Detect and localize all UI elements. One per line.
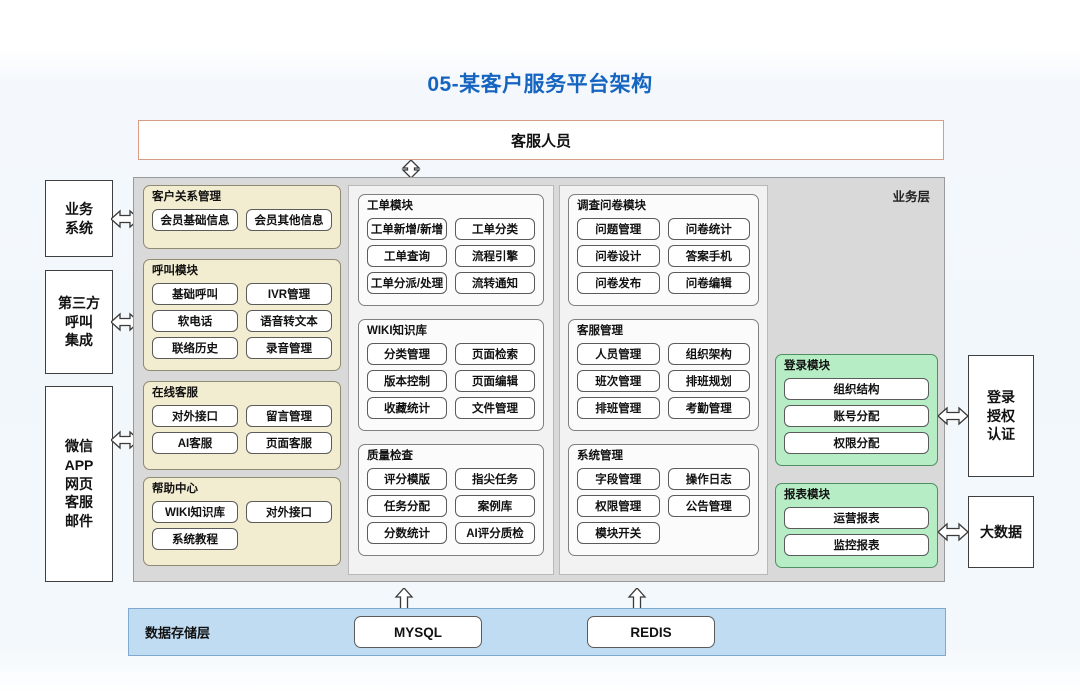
- cell-ticket-1[interactable]: 工单分类: [455, 217, 535, 240]
- cell-online-0[interactable]: 对外接口: [152, 404, 238, 427]
- cell-quality-1[interactable]: 指尖任务: [455, 467, 535, 490]
- cell-report-1[interactable]: 监控报表: [784, 533, 929, 556]
- cell-sysmgmt-4[interactable]: 模块开关: [577, 521, 660, 544]
- cell-quality-0[interactable]: 评分模版: [367, 467, 447, 490]
- business-layer-label: 业务层: [892, 190, 930, 204]
- arrow-left-omnichannel: [111, 430, 139, 450]
- cell-survey-1[interactable]: 问卷统计: [667, 217, 750, 240]
- group-agent-management-title: 客服管理: [577, 325, 623, 337]
- cell-wiki-5[interactable]: 文件管理: [455, 396, 535, 419]
- group-online-service-title: 在线客服: [152, 387, 198, 399]
- cell-wiki-4[interactable]: 收藏统计: [367, 396, 447, 419]
- business-layer: 业务层 客户关系管理 会员基础信息 会员其他信息 呼叫模块 基础呼叫 IVR管理…: [133, 177, 945, 582]
- cell-crm-1[interactable]: 会员其他信息: [246, 208, 332, 231]
- arrow-agentbar-bizlayer: [401, 160, 421, 178]
- cell-online-2[interactable]: AI客服: [152, 431, 238, 454]
- cell-online-3[interactable]: 页面客服: [246, 431, 332, 454]
- external-login-auth[interactable]: 登录 授权 认证: [968, 355, 1034, 477]
- cell-sysmgmt-3[interactable]: 公告管理: [667, 494, 750, 517]
- group-crm-title: 客户关系管理: [152, 191, 221, 203]
- group-crm: 客户关系管理 会员基础信息 会员其他信息: [143, 185, 341, 249]
- external-big-data[interactable]: 大数据: [968, 496, 1034, 568]
- group-system-management-title: 系统管理: [577, 450, 623, 462]
- cell-agentmgmt-5[interactable]: 考勤管理: [667, 396, 750, 419]
- group-quality-inspection: 质量检查 评分模版 指尖任务 任务分配 案例库 分数统计 AI评分质检: [358, 444, 544, 556]
- cell-sysmgmt-2[interactable]: 权限管理: [577, 494, 660, 517]
- arrow-right-big-data: [938, 522, 968, 542]
- group-login-module-title: 登录模块: [784, 360, 830, 372]
- cell-survey-0[interactable]: 问题管理: [577, 217, 660, 240]
- group-ticket-module-title: 工单模块: [367, 200, 413, 212]
- page-title: 05-某客户服务平台架构: [427, 73, 653, 96]
- cell-help-2[interactable]: 系统教程: [152, 527, 238, 550]
- cell-help-1[interactable]: 对外接口: [246, 500, 332, 523]
- cell-ticket-4[interactable]: 工单分派/处理: [367, 271, 447, 294]
- cell-call-1[interactable]: IVR管理: [246, 282, 332, 305]
- cell-quality-3[interactable]: 案例库: [455, 494, 535, 517]
- external-business-system[interactable]: 业务 系统: [45, 180, 113, 257]
- cell-call-5[interactable]: 录音管理: [246, 336, 332, 359]
- db-mysql[interactable]: MYSQL: [354, 616, 482, 648]
- cell-quality-5[interactable]: AI评分质检: [455, 521, 535, 544]
- cell-quality-4[interactable]: 分数统计: [367, 521, 447, 544]
- cell-agentmgmt-2[interactable]: 班次管理: [577, 369, 660, 392]
- group-call-module-title: 呼叫模块: [152, 265, 198, 277]
- arrow-right-login-auth: [938, 406, 968, 426]
- arrow-left-business-system: [111, 209, 139, 229]
- cell-call-2[interactable]: 软电话: [152, 309, 238, 332]
- agent-bar: 客服人员: [138, 120, 944, 160]
- cell-quality-2[interactable]: 任务分配: [367, 494, 447, 517]
- cell-login-1[interactable]: 账号分配: [784, 404, 929, 427]
- cell-agentmgmt-4[interactable]: 排班管理: [577, 396, 660, 419]
- db-redis[interactable]: REDIS: [587, 616, 715, 648]
- cell-agentmgmt-3[interactable]: 排班规划: [667, 369, 750, 392]
- cell-agentmgmt-1[interactable]: 组织架构: [667, 342, 750, 365]
- group-call-module: 呼叫模块 基础呼叫 IVR管理 软电话 语音转文本 联络历史 录音管理: [143, 259, 341, 371]
- group-system-management: 系统管理 字段管理 操作日志 权限管理 公告管理 模块开关: [568, 444, 759, 556]
- cell-call-4[interactable]: 联络历史: [152, 336, 238, 359]
- cell-agentmgmt-0[interactable]: 人员管理: [577, 342, 660, 365]
- cell-crm-0[interactable]: 会员基础信息: [152, 208, 238, 231]
- group-wiki-title: WIKI知识库: [367, 325, 428, 337]
- cell-report-0[interactable]: 运营报表: [784, 506, 929, 529]
- cell-wiki-0[interactable]: 分类管理: [367, 342, 447, 365]
- group-login-module: 登录模块 组织结构 账号分配 权限分配: [775, 354, 938, 466]
- group-help-center: 帮助中心 WIKI知识库 对外接口 系统教程: [143, 477, 341, 566]
- group-ticket-module: 工单模块 工单新增/新增 工单分类 工单查询 流程引擎 工单分派/处理 流转通知: [358, 194, 544, 306]
- cell-call-0[interactable]: 基础呼叫: [152, 282, 238, 305]
- group-agent-management: 客服管理 人员管理 组织架构 班次管理 排班规划 排班管理 考勤管理: [568, 319, 759, 431]
- data-storage-layer-label: 数据存储层: [145, 625, 211, 641]
- cell-login-0[interactable]: 组织结构: [784, 377, 929, 400]
- cell-ticket-2[interactable]: 工单查询: [367, 244, 447, 267]
- cell-sysmgmt-1[interactable]: 操作日志: [667, 467, 750, 490]
- data-storage-layer: 数据存储层 MYSQL REDIS: [128, 608, 946, 656]
- cell-sysmgmt-0[interactable]: 字段管理: [577, 467, 660, 490]
- cell-wiki-2[interactable]: 版本控制: [367, 369, 447, 392]
- cell-survey-5[interactable]: 问卷编辑: [667, 271, 750, 294]
- external-omnichannel-entry[interactable]: 微信 APP 网页 客服 邮件: [45, 386, 113, 582]
- cell-online-1[interactable]: 留言管理: [246, 404, 332, 427]
- cell-help-0[interactable]: WIKI知识库: [152, 500, 238, 523]
- group-survey-module: 调查问卷模块 问题管理 问卷统计 问卷设计 答案手机 问卷发布 问卷编辑: [568, 194, 759, 306]
- cell-survey-2[interactable]: 问卷设计: [577, 244, 660, 267]
- cell-ticket-0[interactable]: 工单新增/新增: [367, 217, 447, 240]
- group-online-service: 在线客服 对外接口 留言管理 AI客服 页面客服: [143, 381, 341, 470]
- group-survey-title: 调查问卷模块: [577, 200, 646, 212]
- group-wiki-knowledge-base: WIKI知识库 分类管理 页面检索 版本控制 页面编辑 收藏统计 文件管理: [358, 319, 544, 431]
- cell-ticket-3[interactable]: 流程引擎: [455, 244, 535, 267]
- group-help-center-title: 帮助中心: [152, 483, 198, 495]
- cell-survey-3[interactable]: 答案手机: [667, 244, 750, 267]
- cell-ticket-5[interactable]: 流转通知: [455, 271, 535, 294]
- agent-bar-label: 客服人员: [510, 132, 571, 150]
- cell-survey-4[interactable]: 问卷发布: [577, 271, 660, 294]
- group-quality-title: 质量检查: [367, 450, 413, 462]
- cell-login-2[interactable]: 权限分配: [784, 431, 929, 454]
- cell-wiki-3[interactable]: 页面编辑: [455, 369, 535, 392]
- arrow-left-third-party-call: [111, 312, 139, 332]
- cell-call-3[interactable]: 语音转文本: [246, 309, 332, 332]
- group-report-module: 报表模块 运营报表 监控报表: [775, 483, 938, 568]
- external-third-party-call[interactable]: 第三方 呼叫 集成: [45, 270, 113, 374]
- group-report-module-title: 报表模块: [784, 489, 830, 501]
- cell-wiki-1[interactable]: 页面检索: [455, 342, 535, 365]
